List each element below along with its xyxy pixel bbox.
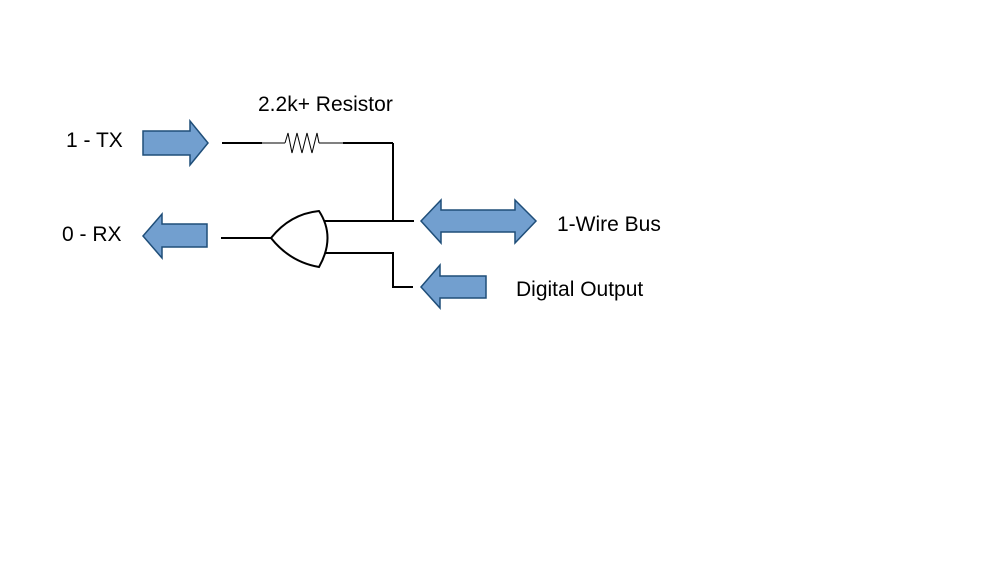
tx-arrow-icon	[142, 118, 209, 168]
or-gate-icon	[269, 209, 329, 269]
resistor-icon	[284, 132, 320, 154]
digital-output-wire	[325, 252, 413, 288]
rx-label: 0 - RX	[62, 223, 122, 246]
resistor-label: 2.2k+ Resistor	[258, 93, 393, 116]
tx-label: 1 - TX	[66, 129, 123, 152]
bus-double-arrow-icon	[419, 198, 538, 245]
rx-arrow-icon	[142, 211, 208, 261]
digital-output-arrow-icon	[419, 262, 487, 310]
bus-label: 1-Wire Bus	[557, 213, 661, 236]
digital-output-label: Digital Output	[516, 278, 644, 301]
